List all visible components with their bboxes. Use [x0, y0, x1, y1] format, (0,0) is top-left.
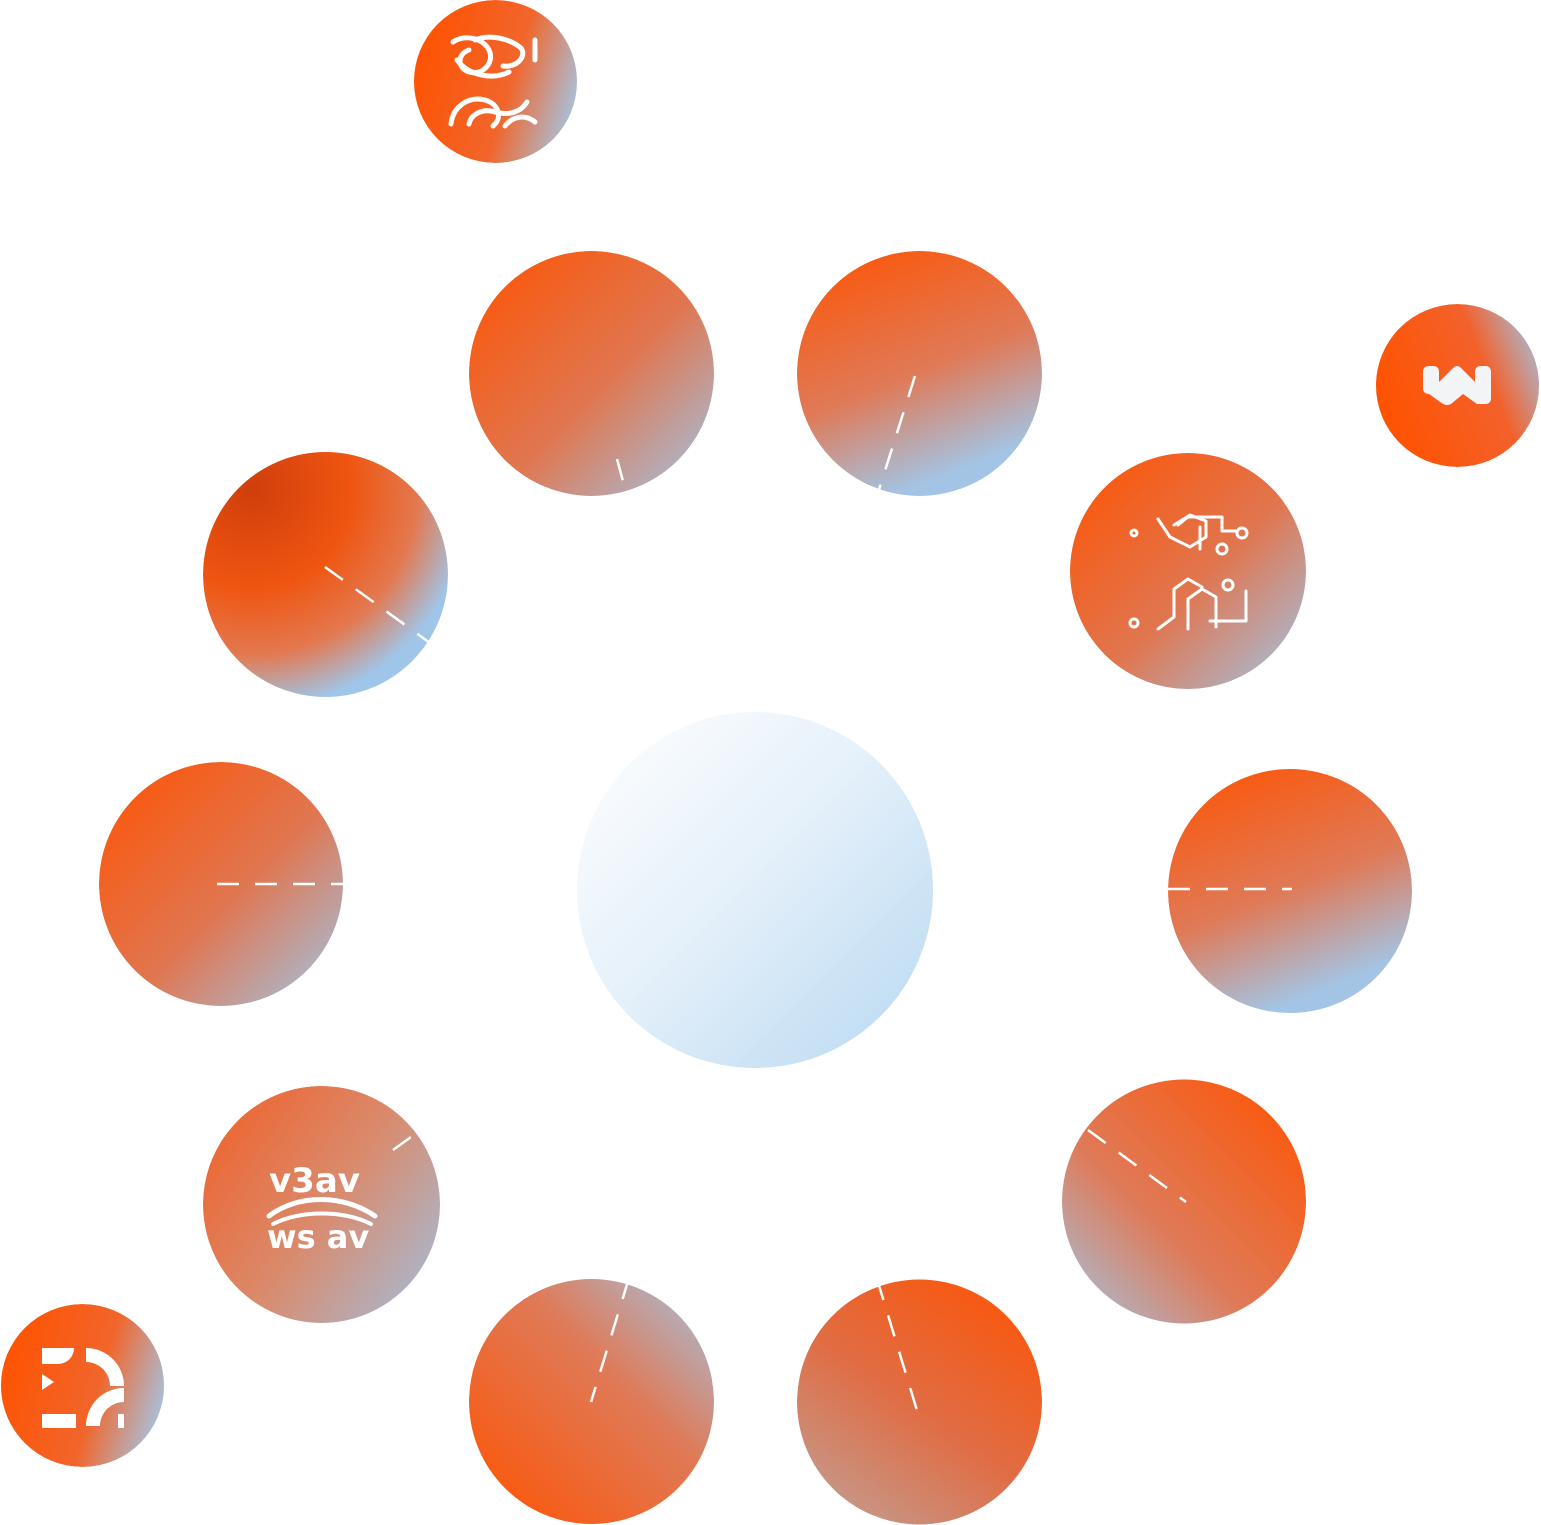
- puzzle-logo-icon: [42, 1348, 124, 1428]
- connector-line: [875, 1279, 921, 1418]
- svg-text:ws av: ws av: [267, 1218, 369, 1256]
- connector-line: [324, 565, 448, 658]
- w-logo-icon: [1423, 366, 1491, 405]
- knot-logo-icon: [448, 34, 538, 129]
- node-lower-left[interactable]: v3av ws av: [203, 1086, 440, 1323]
- node-top-right[interactable]: [797, 251, 1042, 496]
- node-top-left[interactable]: [469, 251, 714, 496]
- connector-line: [589, 1278, 631, 1403]
- connector-line: [1087, 1128, 1187, 1204]
- circuit-icon: [1128, 513, 1249, 631]
- wave-logo-icon: v3av ws av: [266, 1161, 378, 1256]
- node-right[interactable]: [1168, 768, 1412, 1014]
- svg-text:v3av: v3av: [269, 1161, 360, 1201]
- node-upper-left[interactable]: [203, 451, 448, 698]
- node-upper-right[interactable]: [1070, 453, 1306, 689]
- connector-line: [392, 1114, 440, 1152]
- satellite-right[interactable]: [1375, 304, 1540, 467]
- satellite-top[interactable]: [413, 0, 578, 163]
- connector-line: [1070, 629, 1101, 655]
- central-hub: [577, 712, 933, 1068]
- node-left[interactable]: [99, 762, 343, 1006]
- connector-line: [875, 375, 917, 496]
- node-bottom-left[interactable]: [469, 1278, 714, 1525]
- connector-line: [615, 458, 629, 496]
- node-bottom-right[interactable]: [797, 1279, 1042, 1525]
- node-lower-right[interactable]: [1062, 1078, 1306, 1325]
- satellite-bottom-left[interactable]: [0, 1304, 165, 1467]
